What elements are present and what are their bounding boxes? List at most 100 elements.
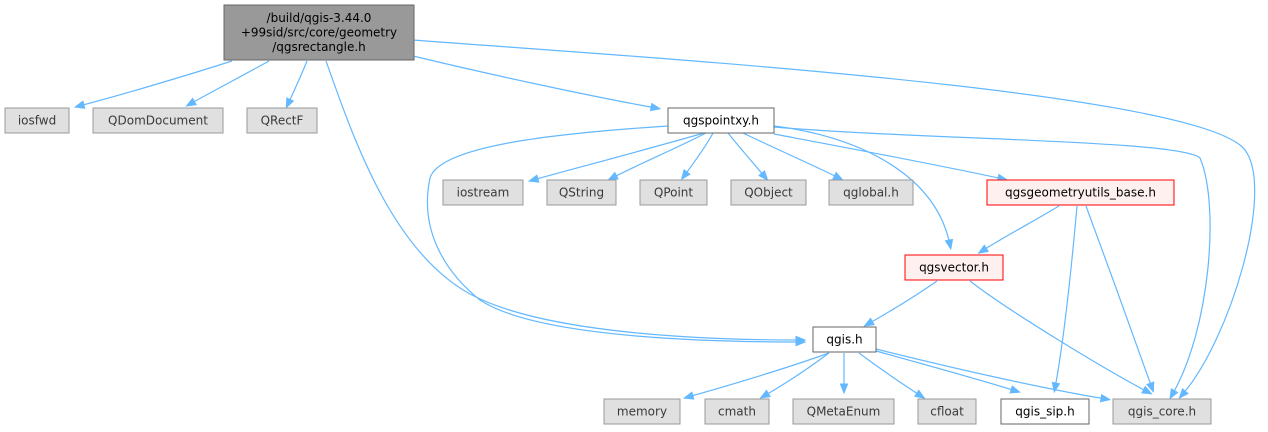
edge-arrowhead	[914, 389, 926, 399]
edge-line	[532, 132, 705, 181]
edge-root-to-qdomdocument	[185, 60, 270, 107]
edge-root-to-qgspointxy	[412, 55, 662, 112]
edge-qgis-to-qgis_core	[875, 348, 1112, 403]
node-qgspointxy[interactable]: qgspointxy.h	[667, 107, 775, 134]
node-qdomdocument: QDomDocument	[92, 107, 224, 134]
node-qglobal: qglobal.h	[828, 179, 914, 206]
edge-line	[969, 280, 1149, 393]
edge-qgis-to-qmetaenum	[839, 352, 849, 395]
node-root[interactable]: /build/qgis-3.44.0+99sid/src/core/geomet…	[223, 4, 415, 61]
nodes-layer: /build/qgis-3.44.0+99sid/src/core/geomet…	[4, 4, 1212, 425]
edge-arrowhead	[759, 389, 771, 399]
edge-line	[412, 55, 657, 109]
node-box	[546, 179, 617, 206]
edge-line	[763, 352, 830, 397]
node-box	[4, 107, 70, 134]
edge-arrowhead	[758, 169, 769, 182]
node-cmath: cmath	[704, 398, 770, 425]
node-memory: memory	[603, 398, 681, 425]
edge-arrowhead	[1141, 385, 1153, 395]
edge-arrowhead	[1178, 387, 1189, 400]
edge-line	[742, 132, 840, 179]
node-box	[917, 398, 977, 425]
edge-arrowhead	[977, 244, 989, 254]
edge-root-to-qrectf	[285, 60, 308, 109]
node-box	[986, 179, 1175, 206]
edge-arrowhead	[607, 171, 619, 181]
node-qgsvector[interactable]: qgsvector.h	[904, 254, 1004, 281]
node-iosfwd: iosfwd	[4, 107, 70, 134]
node-qobject: QObject	[730, 179, 807, 206]
node-label: QObject	[744, 186, 793, 200]
node-qgsgeometryutils_base[interactable]: qgsgeometryutils_base.h	[986, 179, 1175, 206]
node-cfloat: cfloat	[917, 398, 977, 425]
edge-arrowhead	[680, 168, 691, 181]
node-label: /qgsrectangle.h	[272, 40, 366, 54]
edge-line	[1085, 205, 1153, 389]
node-box	[223, 4, 415, 61]
edge-qgsgeometryutils_base-to-qgis_core	[1085, 205, 1155, 394]
node-box	[904, 254, 1004, 281]
edge-line	[773, 133, 1004, 180]
node-qpoint: QPoint	[639, 179, 708, 206]
edge-arrowhead	[682, 391, 695, 400]
edge-root-to-qgis_core	[412, 39, 1256, 400]
edge-qgspointxy-to-qpoint	[680, 132, 714, 181]
edge-qgsgeometryutils_base-to-qgis_sip	[1051, 205, 1078, 394]
node-label: qgis_sip.h	[1015, 405, 1074, 419]
node-label: qgsgeometryutils_base.h	[1005, 186, 1156, 200]
edge-arrowhead	[944, 238, 954, 251]
edge-line	[727, 132, 766, 178]
edge-arrowhead	[285, 97, 295, 109]
edge-qgspointxy-to-qglobal	[742, 132, 844, 181]
edge-line	[867, 280, 938, 325]
node-label: QDomDocument	[108, 114, 208, 128]
edge-qgspointxy-to-qgis	[426, 125, 807, 347]
node-box	[730, 179, 807, 206]
node-box	[92, 107, 224, 134]
edge-line	[858, 352, 922, 397]
edge-qgis-to-cfloat	[858, 352, 926, 399]
node-qgis_sip[interactable]: qgis_sip.h	[1000, 398, 1090, 425]
edge-arrowhead	[839, 383, 849, 395]
node-label: iostream	[457, 186, 510, 200]
node-box	[667, 107, 775, 134]
node-qgis[interactable]: qgis.h	[812, 326, 877, 353]
node-qgis_core: qgis_core.h	[1112, 398, 1212, 425]
node-label: QPoint	[654, 186, 694, 200]
edge-arrowhead	[649, 102, 662, 112]
edge-arrowhead	[1009, 385, 1022, 394]
node-box	[1000, 398, 1090, 425]
node-label: QMetaEnum	[807, 405, 881, 419]
node-box	[246, 107, 318, 134]
node-box	[639, 179, 708, 206]
edge-line	[426, 125, 802, 343]
node-box	[704, 398, 770, 425]
edge-qgspointxy-to-qgsvector	[773, 125, 954, 251]
edge-arrowhead	[73, 100, 86, 109]
node-box	[442, 179, 524, 206]
node-label: iosfwd	[18, 114, 56, 128]
edge-line	[981, 205, 1060, 252]
node-label: qglobal.h	[843, 186, 899, 200]
edge-qgspointxy-to-qstring	[607, 132, 707, 181]
edge-line	[287, 60, 308, 105]
node-box	[792, 398, 895, 425]
node-label: cfloat	[930, 405, 964, 419]
node-label: qgis.h	[826, 333, 862, 347]
edge-qgspointxy-to-qgis_core	[773, 126, 1211, 400]
edge-line	[875, 348, 1107, 400]
edges-layer	[73, 39, 1256, 403]
node-qmetaenum: QMetaEnum	[792, 398, 895, 425]
edge-line	[875, 350, 1017, 392]
edge-qgis-to-qgis_sip	[875, 350, 1022, 394]
node-box	[828, 179, 914, 206]
edge-qgspointxy-to-qobject	[727, 132, 769, 182]
edge-line	[325, 60, 802, 341]
edge-arrowhead	[1099, 393, 1112, 403]
edge-arrowhead	[527, 174, 540, 183]
node-qrectf: QRectF	[246, 107, 318, 134]
edge-arrowhead	[185, 97, 197, 107]
node-iostream: iostream	[442, 179, 524, 206]
edge-arrowhead	[832, 171, 844, 181]
